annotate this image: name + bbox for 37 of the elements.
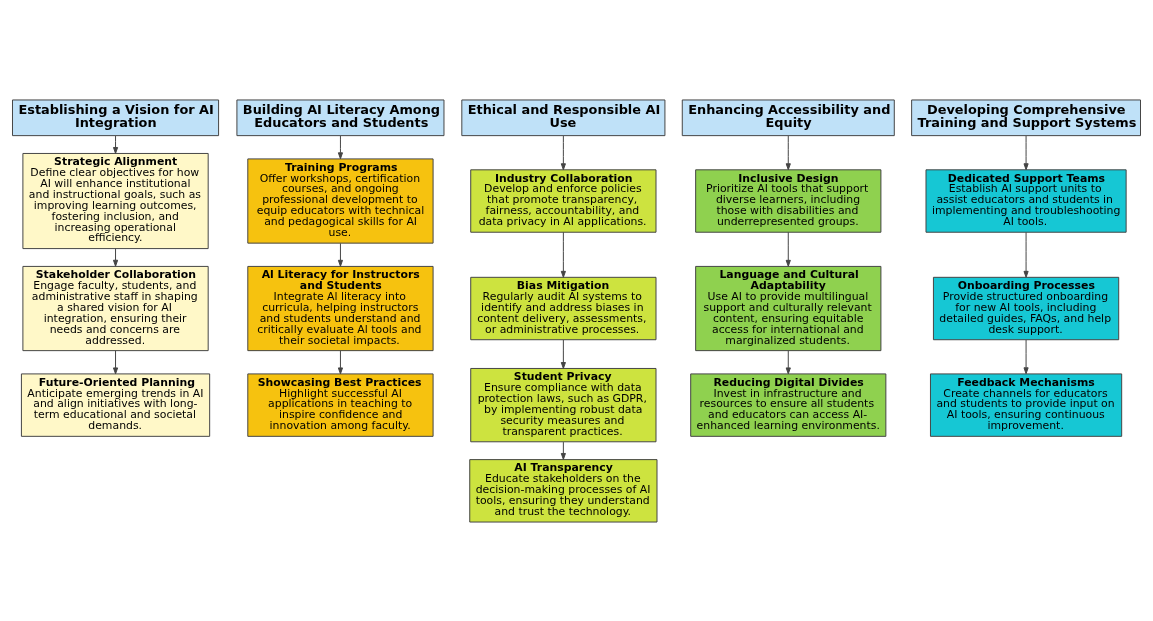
node-box: Language and Cultural Adaptability Use AI to provide multilingual support and culturally relevant content, ensuring equitable access for international and marginalized students. bbox=[695, 265, 882, 351]
arrow bbox=[785, 135, 791, 170]
node-box: Inclusive Design Prioritize AI tools that support diverse learners, including those with disabilities and underrepresented groups. bbox=[695, 168, 882, 233]
node-box: Stakeholder Collaboration Engage faculty, students, and administrative staff in shaping a shared vision for AI integration, ensuring their needs and concerns are addressed. bbox=[22, 265, 209, 351]
node-box: Strategic Alignment Define clear objectives for how AI will enhance institutional and instructional goals, such as improving learning outcomes, fostering inclusion, and increasing operational efficiency. bbox=[22, 152, 209, 249]
node-box: Ethical and Responsible AI Use bbox=[461, 98, 666, 136]
node-box: Industry Collaboration Develop and enforce policies that promote transparency, fairness, accountability, and data privacy in AI applications. bbox=[470, 168, 657, 233]
arrow bbox=[785, 349, 791, 374]
node-box: Dedicated Support Teams Establish AI support units to assist educators and students in implementing and troubleshooting AI tools. bbox=[925, 168, 1127, 233]
node-box: Building AI Literacy Among Educators and Students bbox=[236, 98, 445, 136]
node-box: Future-Oriented Planning Anticipate emerging trends in AI and align initiatives with long-term educational and societal demands. bbox=[20, 372, 211, 437]
arrow bbox=[337, 135, 344, 159]
arrow bbox=[785, 231, 791, 267]
arrow bbox=[560, 135, 566, 170]
arrow bbox=[112, 135, 119, 154]
arrow bbox=[112, 349, 119, 374]
arrow bbox=[337, 242, 344, 267]
arrow bbox=[337, 349, 344, 374]
arrow bbox=[560, 441, 566, 460]
node-box: Showcasing Best Practices Highlight successful AI applications in teaching to inspire confidence and innovation among faculty. bbox=[247, 372, 434, 437]
node-box: Onboarding Processes Provide structured onboarding for new AI tools, including detailed guides, FAQs, and help desk support. bbox=[932, 276, 1120, 340]
arrow bbox=[560, 231, 566, 278]
node-box: Establishing a Vision for AI Integration bbox=[12, 98, 220, 136]
node-box: Developing Comprehensive Training and Support Systems bbox=[911, 98, 1141, 136]
node-box: Feedback Mechanisms Create channels for educators and students to provide input on AI tools, ensuring continuous improvement. bbox=[929, 372, 1123, 437]
node-box: Reducing Digital Divides Invest in infrastructure and resources to ensure all students and educators can access AI-enhanced learning environments. bbox=[690, 372, 887, 437]
arrow bbox=[1023, 338, 1029, 374]
node-box: Al Literacy for Instructors and Students Integrate Al literacy into curricula, helping instructors and students understand and critically evaluate Al tools and their societal impacts. bbox=[247, 265, 434, 351]
node-box: AI Transparency Educate stakeholders on the decision-making processes of AI tools, ensuring they understand and trust the technology. bbox=[469, 458, 658, 523]
arrow bbox=[1023, 231, 1029, 278]
node-box: Student Privacy Ensure compliance with data protection laws, such as GDPR, by implementing robust data security measures and transparent practices. bbox=[470, 367, 657, 442]
arrow bbox=[112, 247, 119, 267]
arrow bbox=[1023, 135, 1029, 170]
arrow bbox=[560, 338, 566, 369]
node-box: Training Programs Offer workshops, certification courses, and ongoing professional development to equip educators with technical and pedagogical skills for AI use. bbox=[247, 157, 434, 244]
node-box: Enhancing Accessibility and Equity bbox=[681, 98, 895, 136]
node-box: Bias Mitigation Regularly audit AI systems to identify and address biases in content delivery, assessments, or administrative processes. bbox=[470, 276, 657, 340]
